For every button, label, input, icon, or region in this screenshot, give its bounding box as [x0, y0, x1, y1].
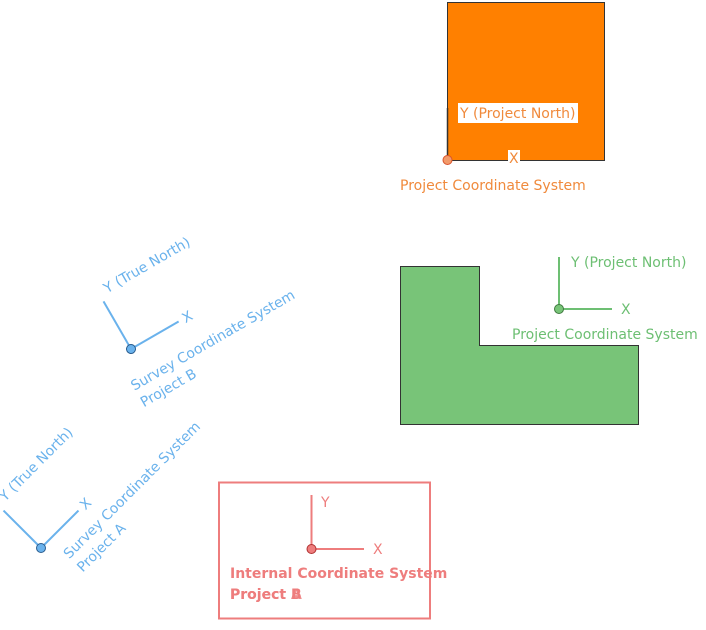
survey-a-origin-point [36, 543, 46, 553]
survey-b-y-axis-label: Y (True North) [100, 235, 193, 298]
survey-b-x-axis-label: X [179, 308, 196, 327]
orange-caption: Project Coordinate System [400, 178, 586, 194]
orange-project-group: Y (Project North) X Project Coordinate S… [400, 2, 605, 194]
green-project-group: Y (Project North) X Project Coordinate S… [400, 255, 698, 425]
orange-x-axis-label: X [509, 151, 519, 167]
internal-origin-point [306, 544, 317, 554]
orange-x-label-bg [508, 150, 520, 165]
internal-x-axis-label: X [373, 542, 383, 558]
internal-caption-line2-overlay: Project A [230, 587, 302, 603]
internal-caption-line1: Internal Coordinate System [230, 566, 447, 582]
survey-b-caption-line1: Survey Coordinate System [128, 287, 298, 394]
orange-origin-point [442, 155, 453, 165]
survey-b-x-axis [130, 320, 180, 350]
internal-system-group: Y X Internal Coordinate System Project B… [218, 481, 447, 620]
survey-a-y-axis [2, 509, 42, 549]
green-y-axis-label: Y (Project North) [570, 255, 686, 271]
survey-a-x-axis [40, 509, 80, 549]
survey-b-y-axis [102, 300, 132, 350]
internal-caption-line2: Project B [230, 587, 302, 603]
survey-a-x-axis-label: X [77, 495, 95, 513]
survey-b-group: Y (True North) X Survey Coordinate Syste… [100, 235, 298, 411]
orange-y-axis-label: Y (Project North) [459, 106, 575, 122]
green-origin-point [554, 304, 564, 314]
internal-y-axis-label: Y [320, 495, 330, 511]
survey-a-caption-line1: Survey Coordinate System [61, 419, 204, 562]
green-x-axis-label: X [621, 302, 631, 318]
internal-frame [218, 481, 431, 620]
survey-a-group: Y (True North) X Survey Coordinate Syste… [0, 419, 204, 576]
survey-a-y-axis-label: Y (True North) [0, 425, 77, 506]
green-caption: Project Coordinate System [512, 327, 698, 343]
orange-y-label-bg [458, 103, 578, 123]
orange-building-square [447, 2, 605, 161]
survey-b-origin-point [126, 344, 136, 354]
green-building-l-shape [400, 266, 639, 425]
